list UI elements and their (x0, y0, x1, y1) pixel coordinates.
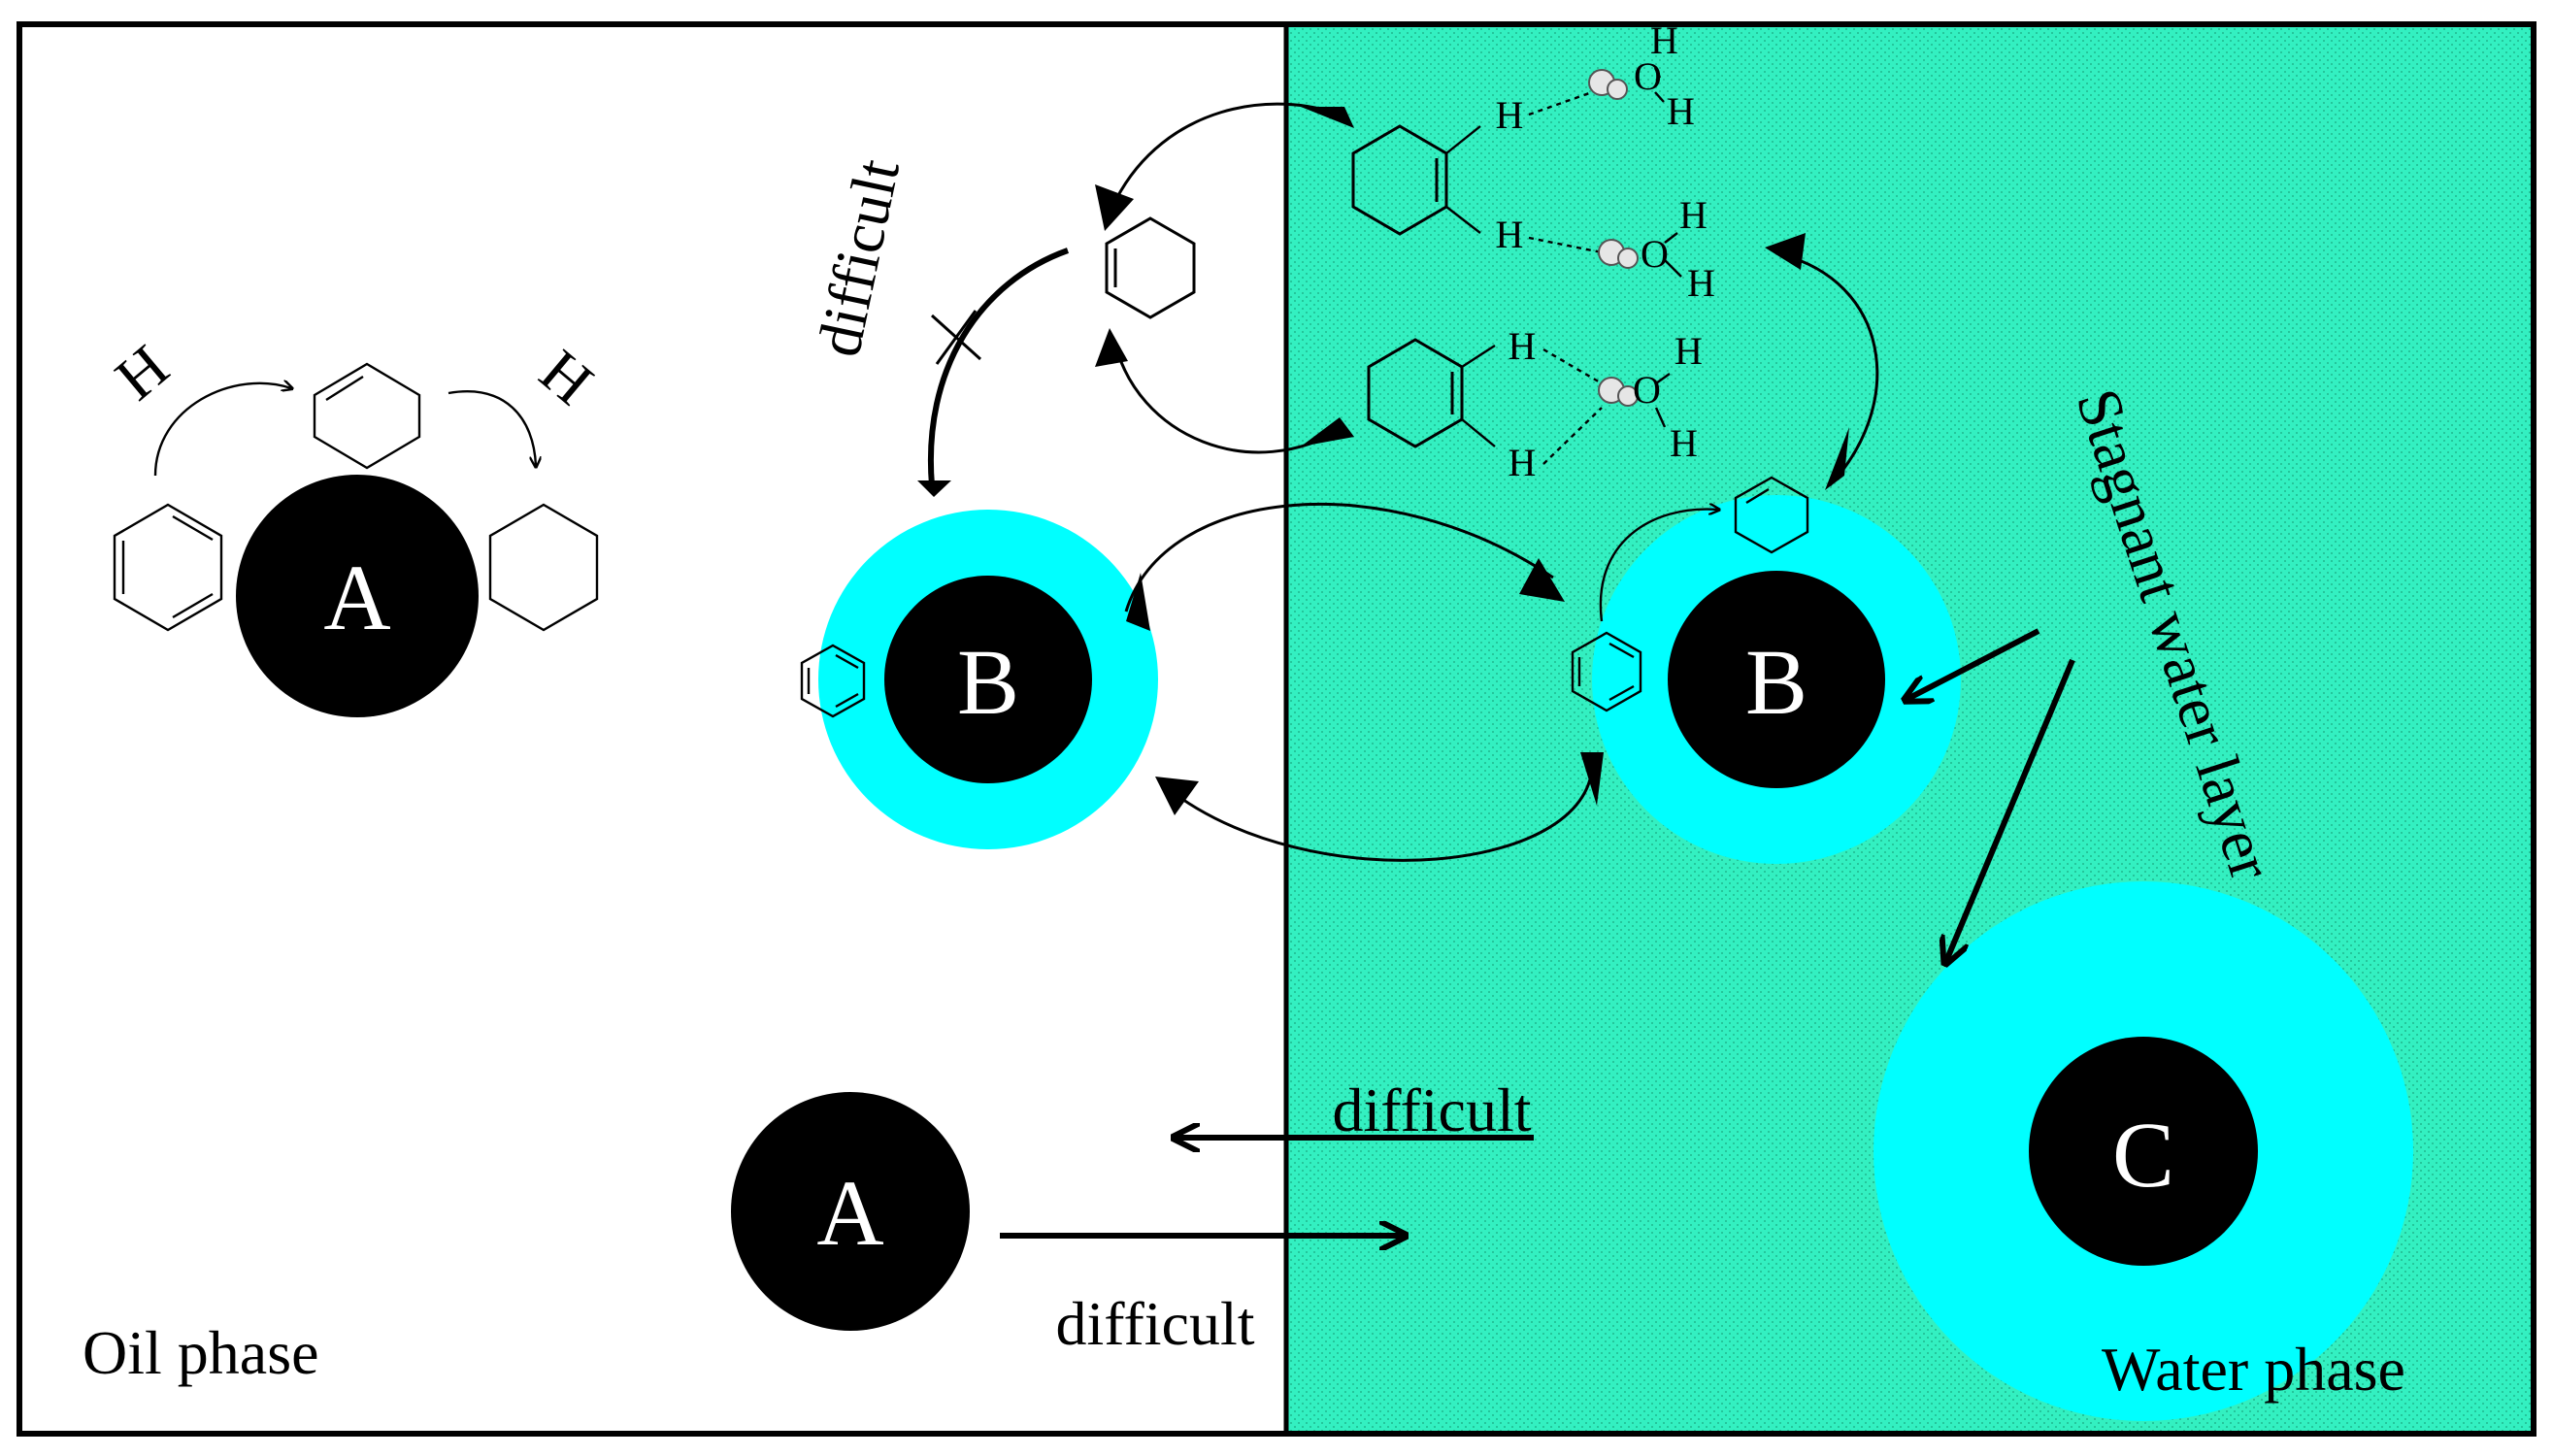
benzene-ring-icon (800, 644, 866, 718)
oxygen-atom-label: O (1641, 232, 1669, 276)
blocked-arrowhead (917, 480, 951, 497)
hydrogen-atom-label: H (1670, 421, 1698, 465)
hydrogen-transfer-arrow-2 (448, 390, 536, 466)
hydrogen-bond (1528, 90, 1593, 116)
hydrogen-atom-label: H (1667, 89, 1695, 133)
hydrogen-atom-label: H (1509, 324, 1537, 368)
hydrogen-bond (1528, 236, 1603, 254)
surface-reaction-arrow (1599, 510, 1718, 622)
particle-c-label: C (2112, 1103, 2174, 1207)
hydrogen-atom-label: H (1687, 261, 1715, 305)
oil-phase-label: Oil phase (83, 1318, 319, 1387)
ch-bond (1445, 206, 1481, 234)
water-molecule-icon: O H H (1588, 18, 1695, 133)
particle-b-right: B (1592, 495, 1961, 864)
ch-bond (1445, 125, 1481, 154)
frame-border (17, 21, 2536, 1437)
benzene-ring-icon (1571, 631, 1642, 712)
diffusion-arrowhead-right (1765, 233, 1806, 270)
difficult-label-middle: difficult (1333, 1075, 1532, 1144)
cyclohexene-ring-icon (1734, 476, 1809, 554)
diffusion-arc-right (1790, 255, 1879, 487)
ch-bond (1461, 344, 1496, 369)
hydrogen-transfer-arrow-1 (153, 383, 291, 477)
transfer-arrowhead-top (1519, 558, 1565, 602)
transfer-arrowhead-bottom (1155, 777, 1199, 815)
transfer-arc-top (1124, 503, 1554, 612)
hydrogen-atom-label: H (1509, 441, 1537, 484)
desorption-arc-top-wedge (1301, 107, 1354, 128)
hydrogen-atom-label: H (1496, 93, 1524, 137)
particle-a-bottom-label: A (816, 1161, 883, 1265)
particle-c: C (1873, 881, 2413, 1421)
transfer-arc-bottom (1164, 756, 1594, 862)
cyclohexane-ring-icon (488, 503, 599, 632)
water-molecule-icon: O H H (1598, 329, 1703, 465)
hydrogen-atom-label: H (1674, 329, 1703, 373)
ch-bond (1461, 418, 1496, 447)
stagnant-arrow-to-b (1907, 628, 2040, 699)
blocked-readsorption-arrow (927, 248, 1070, 486)
particle-b-right-label: B (1745, 630, 1807, 734)
water-molecule-icon: O H H (1598, 193, 1715, 305)
cyclohexene-ring-icon (1105, 216, 1196, 319)
stagnant-arrow-to-c (1946, 658, 2075, 961)
benzene-ring-icon (113, 503, 223, 632)
transfer-wedge-bottom (1580, 752, 1604, 806)
transfer-wedge-top (1126, 573, 1150, 631)
hydrogen-bond (1542, 407, 1603, 465)
particle-b-left-label: B (957, 630, 1019, 734)
particle-a-top: A (236, 475, 479, 717)
readsorption-wedge (1301, 417, 1354, 447)
blocked-cross-2 (935, 310, 978, 365)
difficult-label-bottom: difficult (1056, 1289, 1255, 1358)
hydrogen-bond (1542, 347, 1603, 385)
oxygen-atom-label: O (1633, 368, 1661, 412)
oxygen-atom-label: O (1634, 54, 1662, 98)
diffusion-wedge-right (1825, 427, 1849, 490)
hydrogen-atom-label: H (1679, 193, 1708, 237)
particle-b-left: B (818, 510, 1158, 849)
particle-a-top-label: A (323, 546, 390, 649)
desorption-arrowhead-top (1095, 184, 1134, 231)
cyclohexene-ring-icon (313, 362, 421, 470)
readsorption-arrowhead (1095, 328, 1128, 367)
hydrogen-atom-label: H (1650, 18, 1678, 62)
hydrogen-atom-label: H (1496, 213, 1524, 256)
water-phase-label: Water phase (2102, 1335, 2405, 1404)
particle-a-bottom: A (731, 1092, 970, 1331)
